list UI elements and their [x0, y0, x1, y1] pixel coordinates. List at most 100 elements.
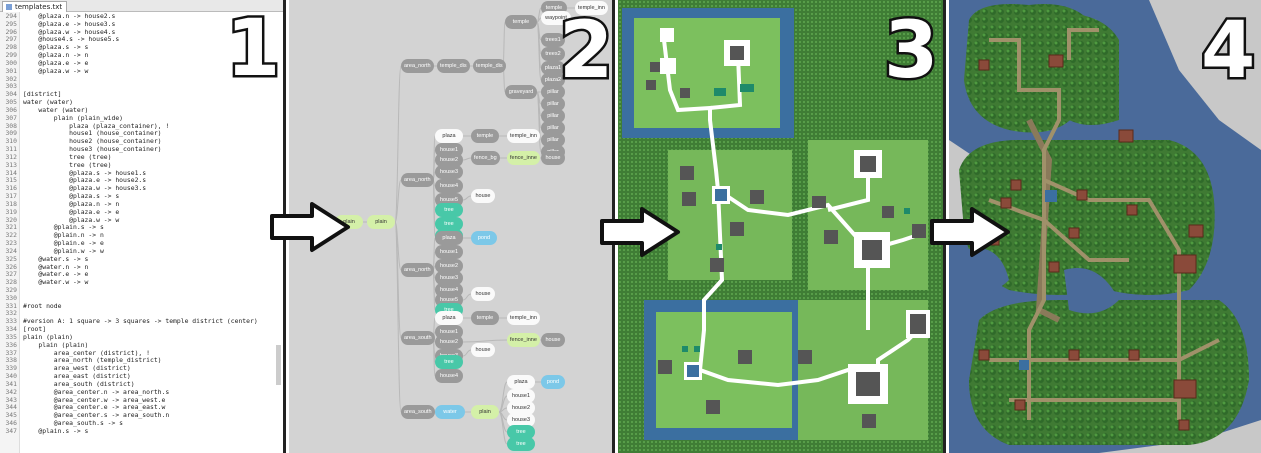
graph-node[interactable]: tree: [435, 355, 463, 369]
editor-tab[interactable]: templates.txt: [2, 1, 68, 12]
code-line: 322 @plain.n -> n: [0, 231, 283, 240]
graph-node[interactable]: temple_inn: [507, 311, 540, 325]
graph-node[interactable]: plaza: [435, 311, 463, 325]
line-number: 321: [5, 223, 17, 232]
graph-edge: [536, 21, 542, 81]
line-number: 315: [5, 176, 17, 185]
line-number: 303: [5, 82, 17, 91]
graph-node[interactable]: fence_bg: [471, 151, 500, 165]
graph-node[interactable]: house2: [435, 153, 463, 167]
graph-node[interactable]: temple: [505, 15, 537, 29]
line-number: 313: [5, 160, 17, 169]
graph-node[interactable]: plaza1: [541, 61, 565, 75]
line-number: 304: [5, 90, 17, 99]
line-text: tree (tree): [23, 152, 112, 161]
graph-node[interactable]: pillar: [541, 85, 565, 99]
graph-node[interactable]: plain: [471, 405, 499, 419]
line-number: 328: [5, 278, 17, 287]
line-text: area_west (district): [23, 364, 131, 373]
graph-node[interactable]: house: [471, 189, 495, 203]
line-number: 298: [5, 43, 17, 52]
line-text: plaza (plaza_container), !: [23, 121, 170, 130]
graph-node[interactable]: graveyard: [505, 85, 537, 99]
graph-node[interactable]: area_north: [401, 173, 434, 187]
graph-node[interactable]: plaza: [507, 375, 535, 389]
graph-node[interactable]: pillar: [541, 97, 565, 111]
code-line: 316 @plaza.w -> house3.s: [0, 184, 283, 193]
code-line: 304[district]: [0, 90, 283, 99]
graph-node[interactable]: house: [541, 333, 565, 347]
graph-node[interactable]: house: [541, 151, 565, 165]
graph-node[interactable]: plaza: [435, 129, 463, 143]
graph-node[interactable]: plain: [367, 215, 395, 229]
graph-node[interactable]: area_south: [401, 405, 435, 419]
graph-node[interactable]: temple: [471, 311, 499, 325]
line-number: 330: [5, 293, 17, 302]
graph-node[interactable]: fence_inne: [507, 333, 540, 347]
graph-node[interactable]: house3: [435, 271, 463, 285]
code-line: 313 tree (tree): [0, 160, 283, 170]
graph-node[interactable]: fence_inne: [507, 151, 540, 165]
graph-node[interactable]: trees2: [541, 47, 565, 61]
graph-node[interactable]: plaza: [435, 231, 463, 245]
line-text: @area_center.w -> area_west.e: [23, 395, 166, 404]
graph-node[interactable]: temple_dis: [437, 59, 470, 73]
code-line: 306 water (water): [0, 106, 283, 115]
graph-node[interactable]: waypoint: [541, 11, 571, 25]
graph-node[interactable]: house: [471, 343, 495, 357]
graph-node[interactable]: pond: [471, 231, 497, 245]
graph-node[interactable]: house1: [507, 389, 535, 403]
code-line: 300 @plaza.e -> e: [0, 59, 283, 68]
line-text: @plaza.w -> w: [23, 66, 89, 75]
code-line: 314 @plaza.s -> house1.s: [0, 169, 283, 178]
graph-node[interactable]: tree: [507, 425, 535, 439]
line-text: #version A: 1 square -> 3 squares -> tem…: [23, 317, 258, 326]
graph-node[interactable]: pillar: [541, 109, 565, 123]
graph-node[interactable]: area_north: [401, 59, 434, 73]
graph-node[interactable]: pillar: [541, 133, 565, 147]
graph-node[interactable]: house1: [435, 245, 463, 259]
graph-edge: [394, 221, 402, 413]
graph-node[interactable]: house4: [435, 179, 463, 193]
graph-node[interactable]: house2: [435, 335, 463, 349]
graph-node[interactable]: area_south: [401, 331, 435, 345]
graph-node[interactable]: house2: [507, 401, 535, 415]
graph-node[interactable]: temple_inn: [575, 1, 608, 15]
graph-node[interactable]: house4: [435, 369, 463, 383]
step-number-one: 1: [223, 4, 282, 94]
graph-node[interactable]: pillar: [541, 121, 565, 135]
editor-scrollbar-thumb[interactable]: [276, 345, 281, 385]
line-number: 325: [5, 254, 17, 263]
line-number: 299: [5, 51, 17, 60]
graph-node[interactable]: trees1: [541, 33, 565, 47]
line-number: 331: [5, 301, 17, 310]
graph-node[interactable]: house: [471, 287, 495, 301]
code-line: 324 @plain.w -> w: [0, 247, 283, 256]
code-line: 328 @water.w -> w: [0, 278, 283, 287]
code-line: 295 @plaza.e -> house3.s: [0, 20, 283, 29]
line-number: 296: [5, 27, 17, 36]
line-number: 301: [5, 66, 17, 75]
graph-node[interactable]: water: [435, 405, 465, 419]
graph-node[interactable]: area_north: [401, 263, 434, 277]
line-text: area_south (district): [23, 379, 135, 388]
graph-node[interactable]: house3: [435, 165, 463, 179]
graph-node[interactable]: tree: [435, 217, 463, 231]
code-line: 312 tree (tree): [0, 152, 283, 162]
graph-node[interactable]: temple_dis: [473, 59, 506, 73]
code-line: 294 @plaza.n -> house2.s: [0, 12, 283, 21]
graph-node[interactable]: tree: [507, 437, 535, 451]
line-number: 346: [5, 419, 17, 428]
line-text: @plain.s -> s: [23, 223, 104, 232]
graph-node[interactable]: plaza2: [541, 73, 565, 87]
line-number: 337: [5, 348, 17, 357]
line-text: [20, 286, 23, 294]
graph-node[interactable]: house2: [435, 259, 463, 273]
graph-node[interactable]: house3: [507, 413, 535, 427]
graph-node[interactable]: temple_inn: [507, 129, 540, 143]
line-text: @plain.e -> e: [23, 239, 104, 248]
graph-node[interactable]: tree: [435, 203, 463, 217]
graph-node[interactable]: pond: [541, 375, 565, 389]
graph-node[interactable]: temple: [471, 129, 499, 143]
